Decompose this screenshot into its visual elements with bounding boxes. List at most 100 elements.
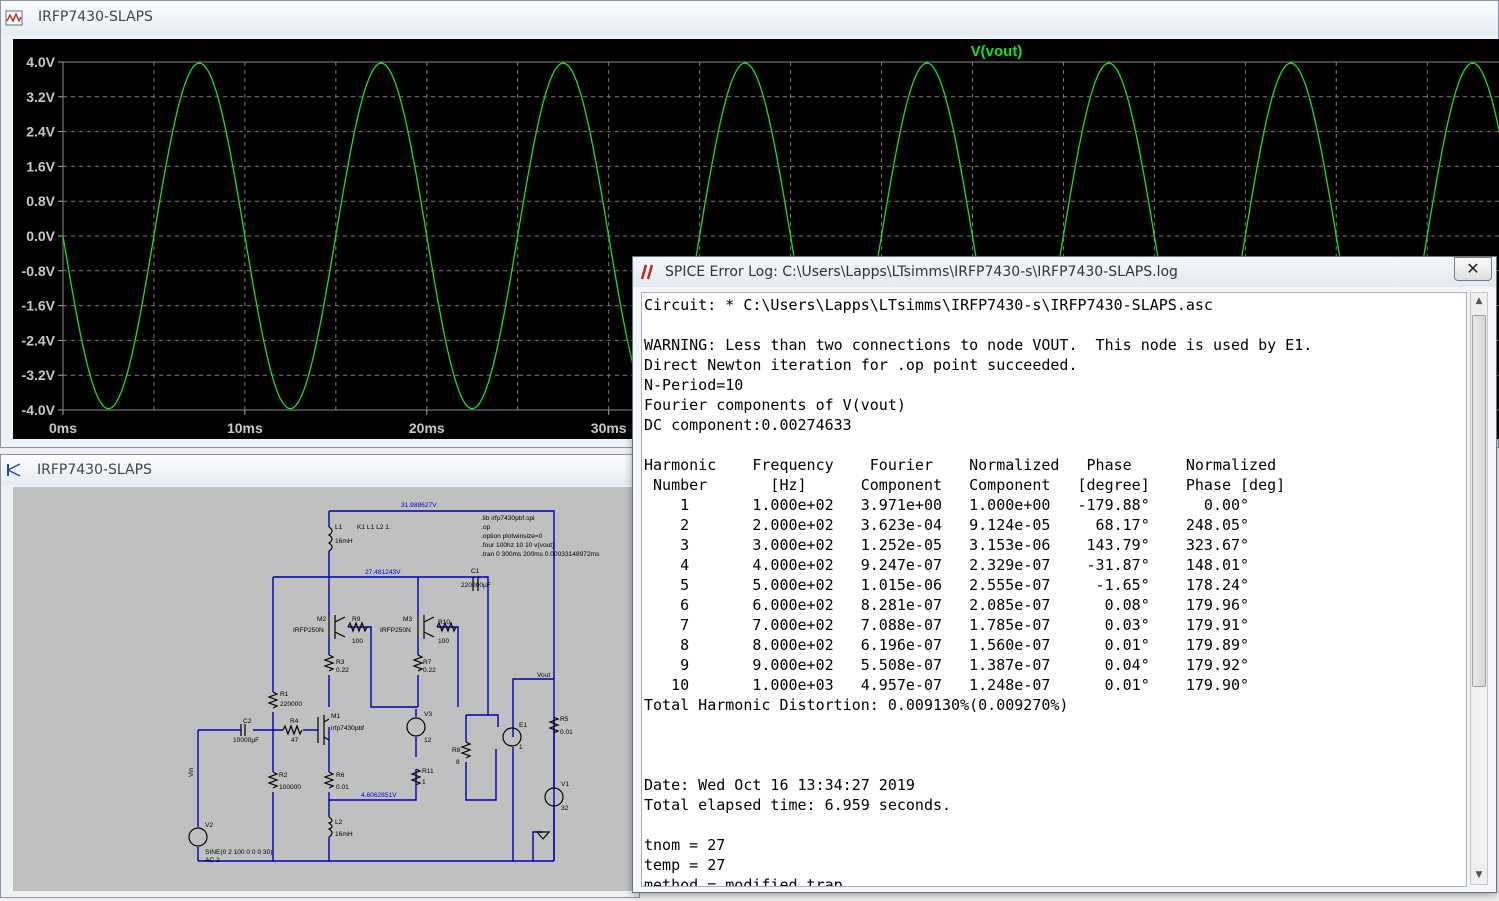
scrollbar-thumb[interactable] <box>1472 315 1486 687</box>
svg-text:IRFP250N: IRFP250N <box>293 627 324 634</box>
schematic-drawing: 31.988627V 27.481243V 4.6062851V L1 16mH… <box>188 502 600 864</box>
schematic-window: IRFP7430-SLAPS <box>0 454 640 898</box>
svg-text:AC 2: AC 2 <box>205 857 220 864</box>
resistor-R1 <box>267 691 279 709</box>
schematic-labels: 31.988627V 27.481243V 4.6062851V L1 16mH… <box>188 502 600 864</box>
svg-text:R6: R6 <box>336 772 345 779</box>
source-E1 <box>502 727 522 747</box>
y-tick-label: 1.6V <box>26 158 55 174</box>
resistor-R6 <box>323 771 335 789</box>
svg-text:Vout: Vout <box>537 672 550 679</box>
resistor-R11 <box>410 768 422 786</box>
svg-text:1: 1 <box>519 744 523 751</box>
log-text-area[interactable]: Circuit: * C:\Users\Lapps\LTsimms\IRFP74… <box>641 292 1467 887</box>
svg-text:8: 8 <box>456 759 460 766</box>
resistor-R9 <box>347 621 368 633</box>
schematic-window-titlebar[interactable]: IRFP7430-SLAPS <box>1 455 639 485</box>
log-content: Circuit: * C:\Users\Lapps\LTsimms\IRFP74… <box>644 296 1313 887</box>
ltspice-icon <box>640 264 654 280</box>
log-window-title: SPICE Error Log: C:\Users\Lapps\LTsimms\… <box>665 264 1178 280</box>
svg-text:.four 100hz 10 10 v(vout): .four 100hz 10 10 v(vout) <box>481 542 554 549</box>
svg-text:31.988627V: 31.988627V <box>401 502 437 509</box>
svg-text:irfp7430pbf: irfp7430pbf <box>331 725 364 732</box>
waveform-window-titlebar[interactable]: IRFP7430-SLAPS <box>1 1 1498 35</box>
svg-text:100: 100 <box>352 638 363 645</box>
y-tick-label: -1.6V <box>22 298 56 314</box>
svg-text:0.22: 0.22 <box>423 667 436 674</box>
svg-text:16mH: 16mH <box>335 538 353 545</box>
svg-text:10000µF: 10000µF <box>233 737 259 744</box>
svg-text:M2: M2 <box>317 616 326 623</box>
svg-text:Vin: Vin <box>188 767 195 777</box>
svg-text:R11: R11 <box>422 768 434 775</box>
mosfet-M2 <box>328 615 346 639</box>
ground-symbol <box>535 831 551 840</box>
trace-vout <box>62 62 1499 410</box>
voltage-source-V2 <box>188 827 208 847</box>
svg-text:V1: V1 <box>561 781 569 788</box>
resistor-R10 <box>436 621 457 633</box>
x-tick-label: 20ms <box>409 420 445 436</box>
svg-text:V2: V2 <box>205 822 213 829</box>
svg-text:0.22: 0.22 <box>336 667 349 674</box>
svg-text:E1: E1 <box>519 722 527 729</box>
svg-text:220000: 220000 <box>280 701 302 708</box>
svg-text:L1: L1 <box>335 524 343 531</box>
resistor-R8 <box>460 741 472 759</box>
svg-text:12: 12 <box>424 737 432 744</box>
svg-text:R10: R10 <box>438 619 450 626</box>
svg-text:R1: R1 <box>280 691 289 698</box>
svg-text:.op: .op <box>481 524 490 531</box>
x-tick-label: 30ms <box>591 420 627 436</box>
schematic-icon <box>7 463 21 477</box>
resistor-R4 <box>282 724 303 736</box>
y-tick-label: 3.2V <box>26 89 55 105</box>
voltage-source-V1 <box>544 787 564 807</box>
svg-text:0.01: 0.01 <box>336 784 349 791</box>
inductor-L1 <box>327 526 333 552</box>
schematic-components <box>188 526 564 847</box>
schematic-wires <box>197 510 555 862</box>
schematic-canvas[interactable]: 31.988627V 27.481243V 4.6062851V L1 16mH… <box>13 487 639 891</box>
svg-text:.lib irfp7430pbf.spi: .lib irfp7430pbf.spi <box>481 515 535 522</box>
svg-text:32: 32 <box>561 805 569 812</box>
spice-error-log-window: SPICE Error Log: C:\Users\Lapps\LTsimms\… <box>632 256 1497 893</box>
svg-text:C2: C2 <box>243 718 252 725</box>
svg-text:K1 L1 L2 1.: K1 L1 L2 1. <box>357 524 391 531</box>
svg-text:R2: R2 <box>279 772 288 779</box>
log-window-titlebar[interactable]: SPICE Error Log: C:\Users\Lapps\LTsimms\… <box>633 257 1496 287</box>
y-tick-label: 0.8V <box>26 193 55 209</box>
svg-text:100: 100 <box>438 638 449 645</box>
close-button[interactable]: ✕ <box>1454 257 1492 281</box>
x-tick-label: 0ms <box>49 420 77 436</box>
svg-text:47: 47 <box>291 737 299 744</box>
y-tick-label: -2.4V <box>22 332 56 348</box>
y-tick-label: -4.0V <box>22 402 56 418</box>
svg-text:27.481243V: 27.481243V <box>365 569 401 576</box>
svg-text:4.6062851V: 4.6062851V <box>361 792 397 799</box>
svg-text:16mH: 16mH <box>335 831 353 838</box>
y-tick-label: 2.4V <box>26 124 55 140</box>
mosfet-M3 <box>417 615 435 639</box>
svg-text:R9: R9 <box>352 616 361 623</box>
y-tick-label: 4.0V <box>26 54 55 70</box>
scroll-up-icon[interactable]: ▲ <box>1475 296 1483 306</box>
svg-text:SINE(0 2 100 0 0 0 30): SINE(0 2 100 0 0 0 30) <box>205 849 272 856</box>
svg-text:L2: L2 <box>335 819 343 826</box>
resistor-R7 <box>412 654 424 672</box>
voltage-source-V3 <box>406 717 426 737</box>
svg-text:M3: M3 <box>403 616 412 623</box>
y-tick-label: -3.2V <box>22 367 56 383</box>
svg-text:M1: M1 <box>331 713 340 720</box>
resistor-R3 <box>323 654 335 672</box>
svg-text:0.01: 0.01 <box>560 729 573 736</box>
svg-text:V3: V3 <box>424 711 432 718</box>
svg-text:R7: R7 <box>423 659 432 666</box>
svg-text:C1: C1 <box>471 568 480 575</box>
scroll-down-icon[interactable]: ▼ <box>1475 870 1483 880</box>
svg-text:R5: R5 <box>560 716 569 723</box>
svg-text:IRFP250N: IRFP250N <box>380 627 411 634</box>
log-scrollbar[interactable]: ▲ ▼ <box>1470 292 1488 885</box>
svg-text:.option plotwinsize=0: .option plotwinsize=0 <box>481 533 543 540</box>
svg-text:R8: R8 <box>452 747 461 754</box>
